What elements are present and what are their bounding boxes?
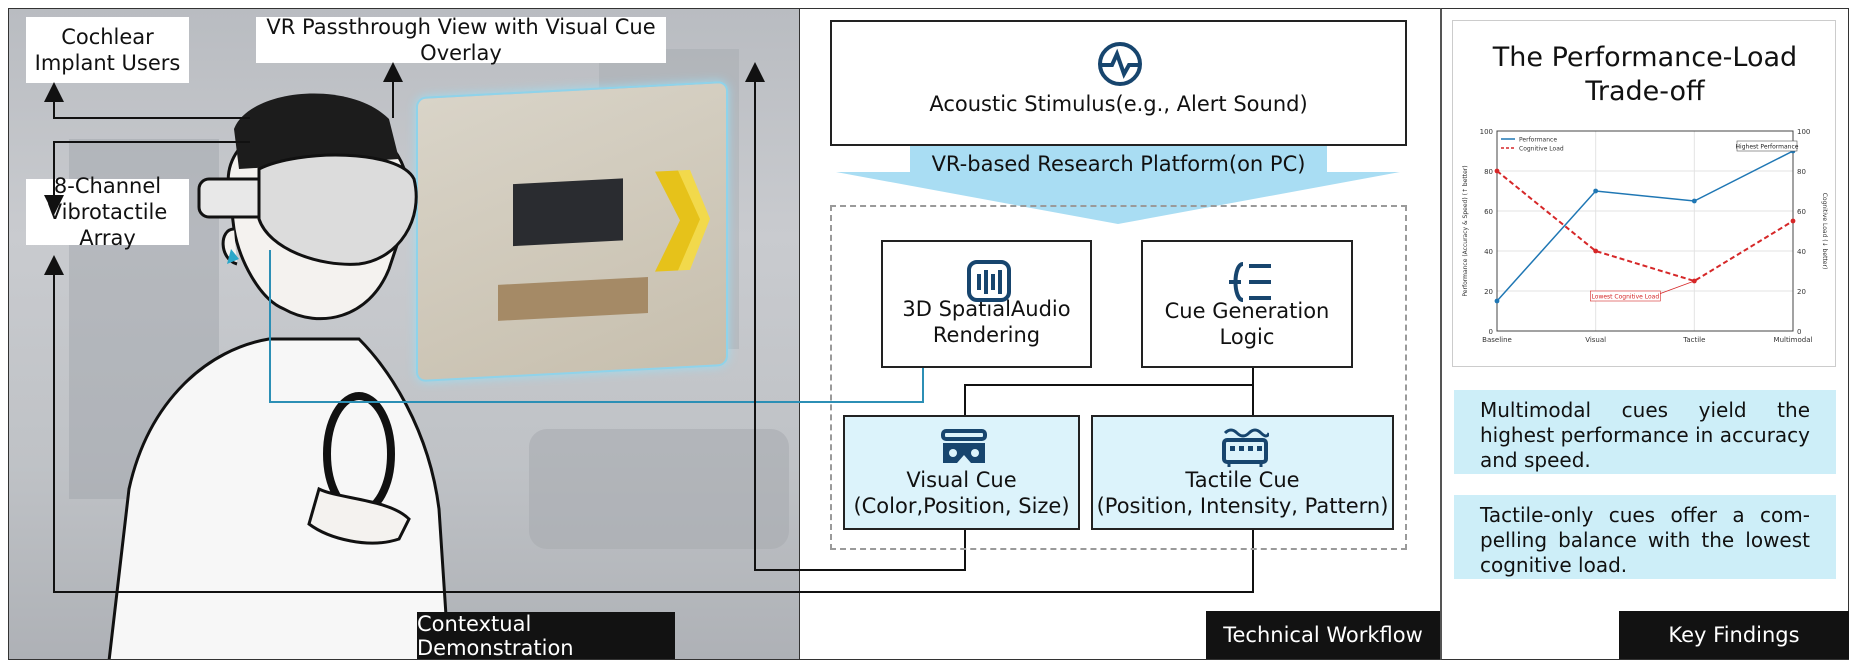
data-point [1593, 188, 1599, 194]
x-tick-label: Baseline [1482, 336, 1512, 344]
y-tick-right: 40 [1797, 248, 1806, 256]
y-tick-left: 60 [1484, 208, 1493, 216]
x-tick-label: Visual [1585, 336, 1606, 344]
spatial-audio-box: 3D SpatialAudio Rendering [881, 240, 1092, 368]
technical-workflow-panel [800, 8, 1440, 660]
data-point [1691, 278, 1697, 284]
y-tick-left: 80 [1484, 168, 1493, 176]
annotation-pointer-lowest [1656, 280, 1695, 296]
vr-passthrough-window [416, 80, 728, 383]
person-illustration [107, 93, 451, 659]
data-point [1494, 298, 1500, 304]
visual-cue-title: Visual Cue [906, 467, 1017, 492]
y-tick-right: 100 [1797, 128, 1810, 136]
finding-2: Tactile-only cues offer a com- pelling b… [1454, 495, 1836, 579]
series-line [1496, 170, 1794, 283]
label-vr-passthrough-view: VR Passthrough View with Visual Cue Over… [256, 15, 666, 65]
legend-label: Performance [1519, 137, 1557, 144]
contextual-demonstration-panel: Cochlear Implant Users VR Passthrough Vi… [8, 8, 800, 660]
annotation-box-highest [1736, 140, 1798, 152]
waveform-icon [1098, 42, 1142, 86]
y-tick-left: 20 [1484, 288, 1493, 296]
y-tick-left: 40 [1484, 248, 1493, 256]
cue-logic-label: Cue Generation Logic [1164, 299, 1330, 349]
plot-frame [1496, 130, 1794, 332]
audio-bars-icon [967, 260, 1011, 302]
data-point [1593, 248, 1599, 254]
y-tick-right: 0 [1797, 328, 1801, 336]
y-axis-label-left: Performance (Accuracy & Speed) (↑ better… [1462, 165, 1469, 296]
spatial-audio-label: 3D SpatialAudio Rendering [902, 297, 1071, 347]
data-point [1494, 168, 1500, 174]
vibration-icon [1222, 428, 1269, 467]
y-tick-right: 60 [1797, 208, 1806, 216]
sofa-background [529, 429, 789, 549]
chart-frame: The Performance-Load Trade-off 0 0 20 20 40 4… [1452, 20, 1836, 367]
label-cochlear-implant-users: Cochlear Implant Users [26, 17, 189, 83]
annotation-highest: Highest Performance [1736, 144, 1799, 151]
x-tick-label: Tactile [1682, 336, 1705, 344]
platform-arrow [836, 146, 1400, 224]
x-tick-label: Multimodal [1774, 336, 1813, 344]
section-tag-workflow: Technical Workflow [1206, 611, 1440, 659]
y-axis-label-right: Cognitive Load (↓ better) [1821, 193, 1828, 270]
tactile-cue-detail: (Position, Intensity, Pattern) [1096, 493, 1389, 518]
vr-headset-icon [941, 429, 987, 463]
chart-title: The Performance-Load Trade-off [1492, 42, 1798, 107]
finding-1: Multimodal cues yield the highest perfor… [1454, 390, 1836, 474]
y-tick-right: 80 [1797, 168, 1806, 176]
cue-logic-box: Cue Generation Logic [1141, 240, 1353, 368]
acoustic-stimulus-box: Acoustic Stimulus(e.g., Alert Sound) [830, 20, 1407, 146]
annotation-lowest: Lowest Cognitive Load [1592, 294, 1660, 301]
y-tick-left: 0 [1489, 328, 1493, 336]
data-point [1691, 198, 1697, 204]
tactile-cue-title: Tactile Cue [1185, 467, 1300, 492]
platform-dashed-frame [830, 205, 1407, 550]
chevron-cue-icon [655, 169, 710, 272]
platform-label: VR-based Research Platform(on PC) [931, 152, 1306, 176]
acoustic-stimulus-label: Acoustic Stimulus(e.g., Alert Sound) [929, 92, 1308, 116]
section-tag-findings: Key Findings [1619, 611, 1849, 659]
annotation-box-lowest [1590, 290, 1661, 302]
series-line [1496, 150, 1794, 302]
visual-cue-box: Visual Cue (Color,Position, Size) [843, 415, 1080, 530]
key-findings-panel [1440, 8, 1849, 660]
section-tag-contextual: Contextual Demonstration [417, 612, 675, 659]
visual-cue-detail: (Color,Position, Size) [853, 493, 1070, 518]
data-point [1790, 218, 1796, 224]
y-tick-right: 20 [1797, 288, 1806, 296]
legend-label: Cognitive Load [1519, 146, 1564, 153]
y-tick-left: 100 [1480, 128, 1493, 136]
tactile-cue-box: Tactile Cue (Position, Intensity, Patter… [1091, 415, 1394, 530]
logic-icon [1229, 262, 1271, 302]
